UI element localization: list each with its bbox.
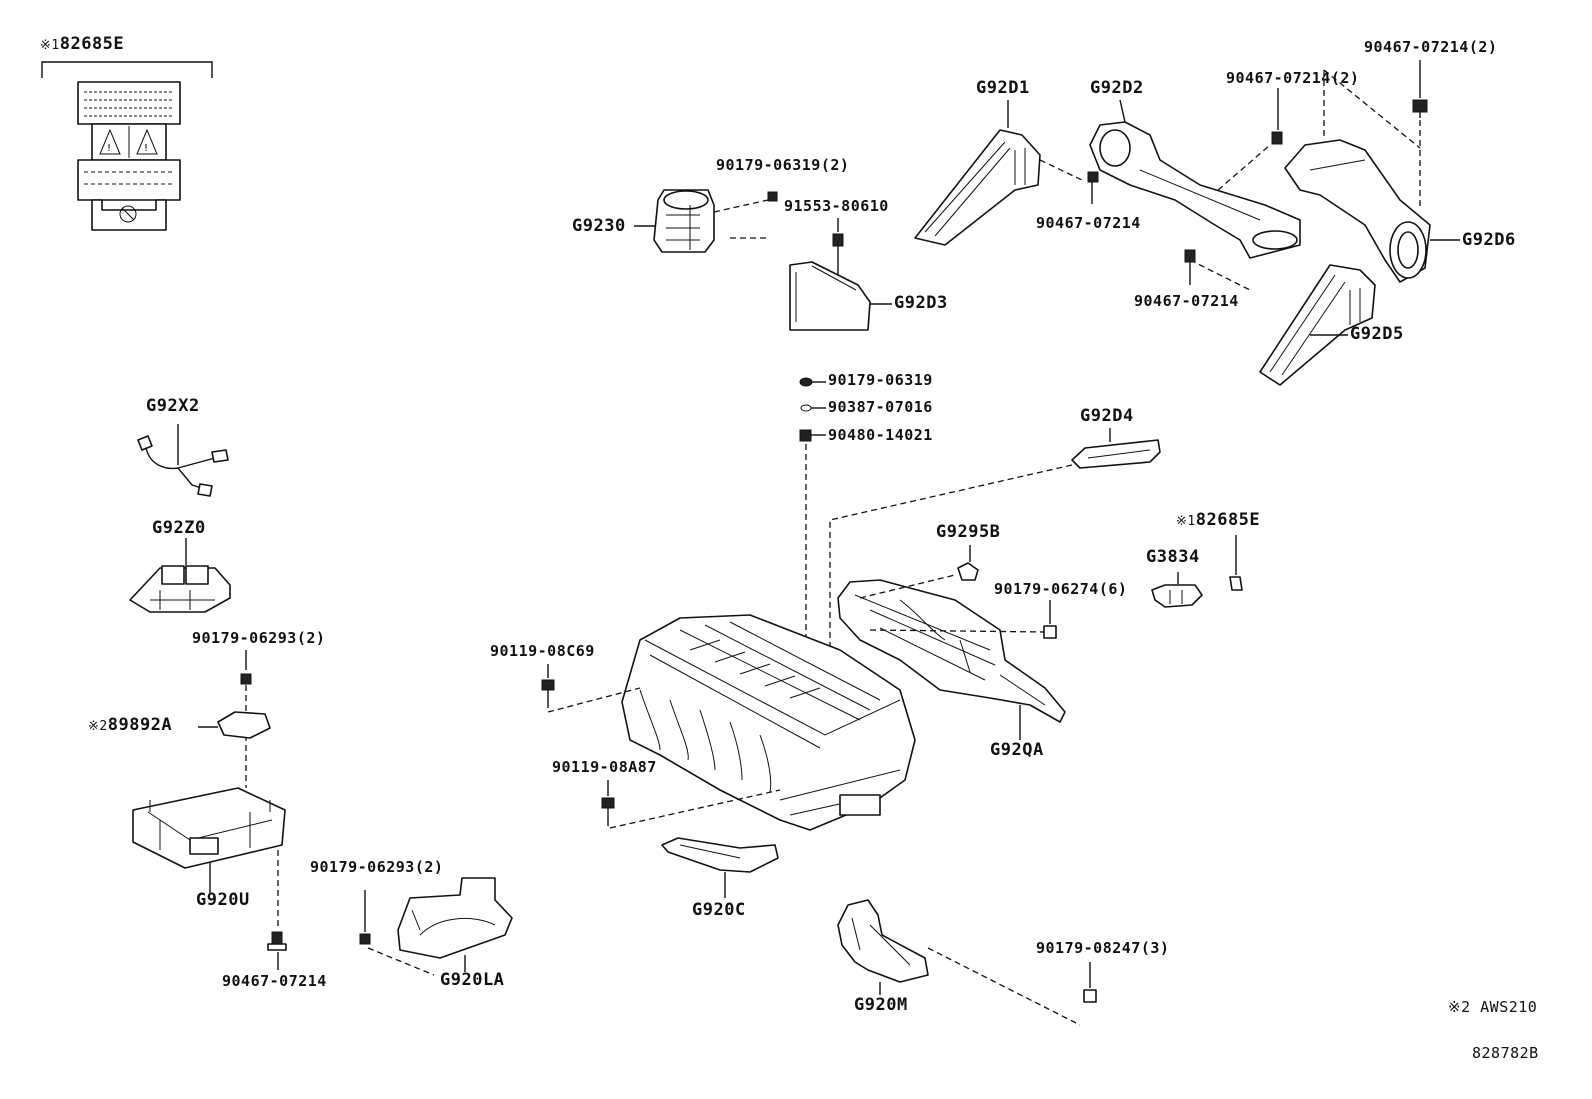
note-mark: ※2 xyxy=(88,719,108,734)
bracket-illustration xyxy=(359,877,513,976)
label-82685e-top: ※182685E xyxy=(40,36,124,53)
label-g92d6: G92D6 xyxy=(1462,230,1516,250)
label-90179-08247-3: 90179-08247(3) xyxy=(1036,939,1170,957)
label-g92d4: G92D4 xyxy=(1080,406,1134,426)
footnote-text: AWS210 xyxy=(1480,998,1538,1016)
bracket-g920m-illustration xyxy=(837,899,1097,1026)
frame-g92qa-illustration xyxy=(837,574,1066,740)
footnote: ※2 AWS210 xyxy=(1448,1000,1537,1015)
battery-pack-illustration xyxy=(547,614,916,831)
label-g920la: G920LA xyxy=(440,970,505,990)
duct-g92d2-illustration xyxy=(1087,99,1301,291)
label-g92x2: G92X2 xyxy=(146,396,200,416)
label-g92d5: G92D5 xyxy=(1350,324,1404,344)
label-90467-07214-c: 90467-07214 xyxy=(1134,292,1239,310)
label-g92d2: G92D2 xyxy=(1090,78,1144,98)
part-g92d4-illustration xyxy=(829,428,1161,745)
sensor-g3834-illustration xyxy=(1151,572,1203,608)
part-code: 82685E xyxy=(1195,510,1261,530)
label-82685e-right: ※182685E xyxy=(1176,512,1260,529)
mounting-bolts xyxy=(541,664,615,826)
duct-g92d5-illustration xyxy=(1259,264,1376,386)
svg-text:!: ! xyxy=(144,143,148,154)
duct-g92d6-illustration xyxy=(1284,139,1460,283)
label-g920m: G920M xyxy=(854,995,908,1015)
label-90467-07214-b: 90467-07214 xyxy=(1036,214,1141,232)
no-disassemble-icon xyxy=(119,205,137,223)
label-g92d1: G92D1 xyxy=(976,78,1030,98)
wire-harness-illustration xyxy=(137,424,229,497)
battery-tray-illustration xyxy=(132,787,286,895)
label-g920u: G920U xyxy=(196,890,250,910)
warning-triangle-icon: ! ! xyxy=(99,128,158,155)
label-90467-07214-2-a: 90467-07214(2) xyxy=(1226,69,1360,87)
duct-g92d1-illustration xyxy=(914,100,1083,246)
blower-illustration xyxy=(634,189,778,253)
left-stack-leader-lines xyxy=(198,650,279,930)
caution-label-illustration: ! ! xyxy=(41,61,213,231)
diagram-id: 828782B xyxy=(1472,1044,1539,1062)
note-mark: ※1 xyxy=(40,38,60,53)
part-code: 82685E xyxy=(59,34,125,54)
junction-block-illustration xyxy=(129,538,231,613)
label-g92d3: G92D3 xyxy=(894,293,948,313)
caution-label-small-illustration xyxy=(1229,535,1243,591)
svg-text:!: ! xyxy=(107,143,111,154)
label-g9230: G9230 xyxy=(572,216,626,236)
label-90467-07214-2-b: 90467-07214(2) xyxy=(1364,38,1498,56)
label-g92qa: G92QA xyxy=(990,740,1044,760)
part-code: 89892A xyxy=(107,715,173,735)
bracket-g920c-illustration xyxy=(661,837,779,898)
label-g9295b: G9295B xyxy=(936,522,1001,542)
label-90179-06319-2: 90179-06319(2) xyxy=(716,156,850,174)
label-89892a: ※289892A xyxy=(88,717,172,734)
label-90119-08c69: 90119-08C69 xyxy=(490,642,595,660)
clip-g9295b-illustration xyxy=(957,545,979,581)
note-mark: ※1 xyxy=(1176,514,1196,529)
label-90480-14021: 90480-14021 xyxy=(828,426,933,444)
top-right-fasteners xyxy=(1271,60,1428,210)
label-g3834: G3834 xyxy=(1146,547,1200,567)
label-90179-06274-6: 90179-06274(6) xyxy=(994,580,1128,598)
label-91553-80610: 91553-80610 xyxy=(784,197,889,215)
bolt-illustration xyxy=(267,931,287,970)
note-mark: ※2 xyxy=(1448,998,1471,1016)
label-90387-07016: 90387-07016 xyxy=(828,398,933,416)
label-g92z0: G92Z0 xyxy=(152,518,206,538)
label-g920c: G920C xyxy=(692,900,746,920)
label-90179-06293-a: 90179-06293(2) xyxy=(192,629,326,647)
label-90179-06319: 90179-06319 xyxy=(828,371,933,389)
label-90119-08a87: 90119-08A87 xyxy=(552,758,657,776)
duct-g92d3-illustration xyxy=(789,218,892,331)
nut-illustration xyxy=(1043,600,1057,639)
label-90179-06293-b: 90179-06293(2) xyxy=(310,858,444,876)
label-90467-07214-a: 90467-07214 xyxy=(222,972,327,990)
